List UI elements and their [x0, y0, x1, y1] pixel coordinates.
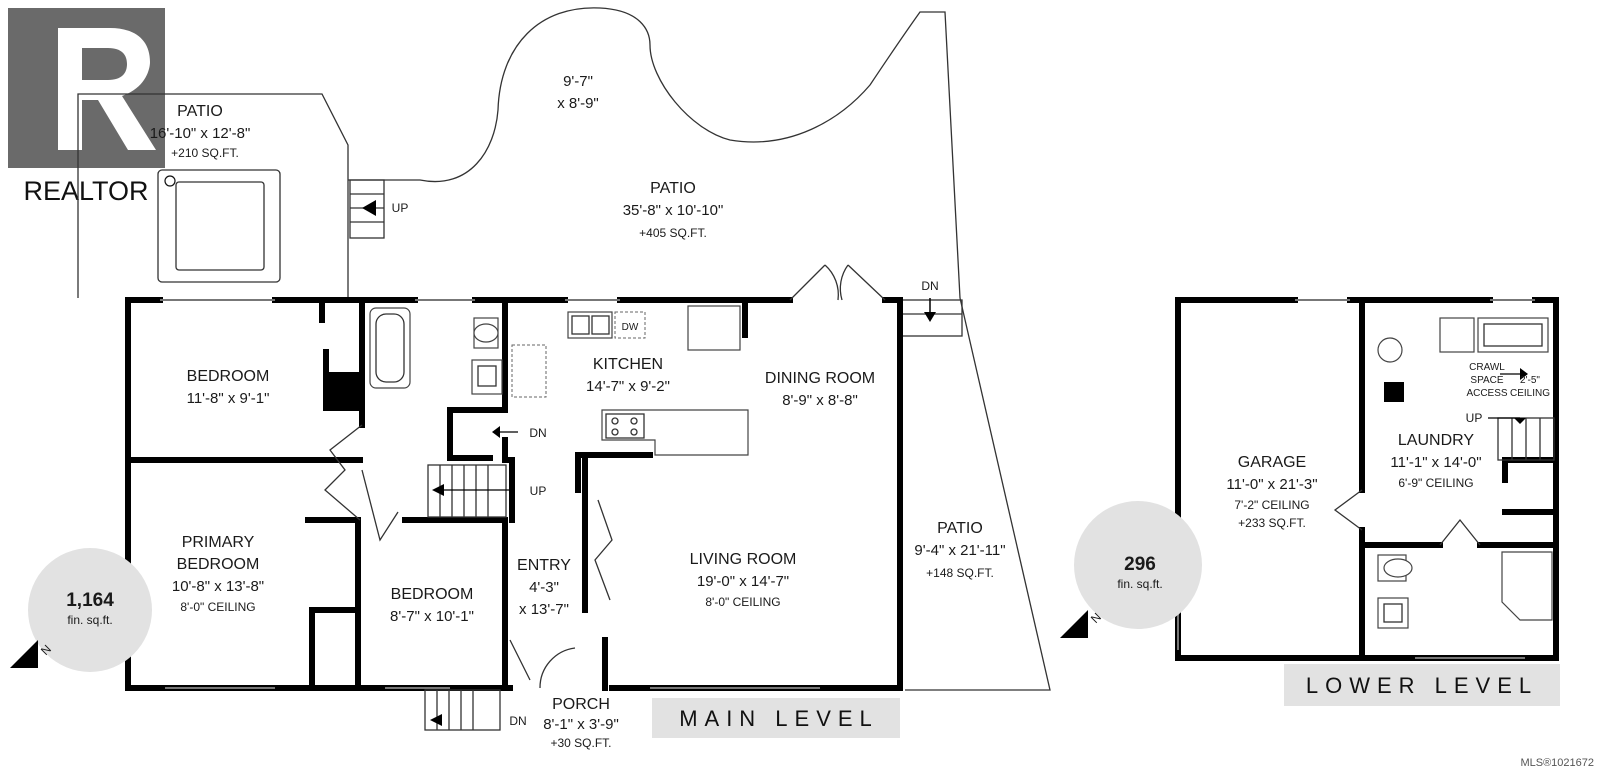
- patio-outlines: [77, 7, 1051, 691]
- svg-text:296: 296: [1124, 554, 1156, 575]
- svg-text:CRAWL: CRAWL: [1469, 362, 1505, 373]
- north-arrow-icon: [10, 640, 38, 668]
- porch-dn-label: DN: [509, 714, 526, 728]
- main-level-room-labels: PATIO 16'-10" x 12'-8" +210 SQ.FT. 9'-7"…: [150, 73, 1006, 750]
- laundry-label: LAUNDRY 11'-1" x 14'-0" 6'-9" CEILING: [1390, 432, 1481, 490]
- lower-level-fixtures: [1377, 317, 1555, 629]
- svg-text:BEDROOM: BEDROOM: [187, 368, 270, 385]
- porch-label: PORCH 8'-1" x 3'-9" +30 SQ.FT.: [543, 696, 619, 750]
- svg-text:9'-7": 9'-7": [563, 73, 593, 90]
- patio-curved-label: 9'-7" x 8'-9": [557, 73, 599, 112]
- svg-text:8'-0" CEILING: 8'-0" CEILING: [705, 595, 780, 609]
- dining-room-label: DINING ROOM 8'-9" x 8'-8": [765, 370, 875, 409]
- lower-level-walls: [1175, 297, 1559, 661]
- svg-text:PORCH: PORCH: [552, 696, 610, 713]
- svg-text:14'-7" x 9'-2": 14'-7" x 9'-2": [586, 378, 670, 395]
- svg-text:CEILING: CEILING: [1510, 388, 1550, 399]
- svg-text:+30 SQ.FT.: +30 SQ.FT.: [550, 736, 611, 750]
- svg-text:8'-9" x 8'-8": 8'-9" x 8'-8": [782, 392, 858, 409]
- main-level-title: MAIN LEVEL: [652, 698, 900, 738]
- hall-dn-label: DN: [529, 426, 546, 440]
- lower-level-room-labels: GARAGE 11'-0" x 21'-3" 7'-2" CEILING +23…: [1226, 362, 1550, 530]
- patio-up-label: UP: [392, 201, 409, 215]
- svg-text:BEDROOM: BEDROOM: [391, 586, 474, 603]
- kitchen-label: KITCHEN 14'-7" x 9'-2": [586, 356, 670, 395]
- svg-text:PATIO: PATIO: [937, 520, 983, 537]
- svg-text:4'-3": 4'-3": [529, 579, 559, 596]
- svg-text:ENTRY: ENTRY: [517, 557, 571, 574]
- main-level-area-badge: 1,164 fin. sq.ft. N: [10, 548, 152, 672]
- svg-text:35'-8" x 10'-10": 35'-8" x 10'-10": [623, 202, 724, 219]
- main-level-fixtures: DW: [369, 305, 749, 731]
- patio-hot-tub-label: PATIO 16'-10" x 12'-8" +210 SQ.FT.: [150, 103, 251, 160]
- svg-text:8'-0" CEILING: 8'-0" CEILING: [180, 600, 255, 614]
- entry-label: ENTRY 4'-3" x 13'-7": [517, 557, 571, 618]
- svg-text:8'-7" x 10'-1": 8'-7" x 10'-1": [390, 608, 474, 625]
- svg-text:x 13'-7": x 13'-7": [519, 601, 569, 618]
- lower-level-area-badge: 296 fin. sq.ft. N: [1060, 501, 1202, 638]
- patio-dn-label: DN: [921, 279, 938, 293]
- hall-up-label: UP: [530, 484, 547, 498]
- svg-text:x 8'-9": x 8'-9": [557, 95, 599, 112]
- svg-text:fin. sq.ft.: fin. sq.ft.: [67, 613, 112, 627]
- realtor-logo: REALTOR: [8, 8, 176, 206]
- mls-number: MLS®1021672: [1520, 757, 1594, 769]
- living-room-label: LIVING ROOM 19'-0" x 14'-7" 8'-0" CEILIN…: [690, 551, 797, 609]
- svg-text:KITCHEN: KITCHEN: [593, 356, 663, 373]
- north-arrow-icon: [1060, 610, 1088, 638]
- svg-text:SPACE: SPACE: [1470, 375, 1503, 386]
- svg-text:ACCESS: ACCESS: [1466, 388, 1507, 399]
- svg-text:fin. sq.ft.: fin. sq.ft.: [1117, 577, 1162, 591]
- svg-text:+233 SQ.FT.: +233 SQ.FT.: [1238, 516, 1306, 530]
- svg-text:+148 SQ.FT.: +148 SQ.FT.: [926, 566, 994, 580]
- svg-text:16'-10" x 12'-8": 16'-10" x 12'-8": [150, 125, 251, 142]
- svg-text:DINING ROOM: DINING ROOM: [765, 370, 875, 387]
- lower-up-label: UP: [1466, 411, 1483, 425]
- svg-text:11'-1" x 14'-0": 11'-1" x 14'-0": [1390, 454, 1481, 471]
- svg-text:9'-4" x 21'-11": 9'-4" x 21'-11": [914, 542, 1005, 559]
- realtor-logo-text: REALTOR: [23, 176, 148, 206]
- svg-text:GARAGE: GARAGE: [1238, 454, 1306, 471]
- garage-label: GARAGE 11'-0" x 21'-3" 7'-2" CEILING +23…: [1226, 454, 1317, 530]
- svg-text:+210 SQ.FT.: +210 SQ.FT.: [171, 146, 239, 160]
- svg-text:6'-9" CEILING: 6'-9" CEILING: [1398, 476, 1473, 490]
- main-level-walls: [125, 264, 903, 691]
- svg-text:PATIO: PATIO: [650, 180, 696, 197]
- svg-text:+405 SQ.FT.: +405 SQ.FT.: [639, 226, 707, 240]
- svg-text:LIVING ROOM: LIVING ROOM: [690, 551, 797, 568]
- svg-text:7'-2" CEILING: 7'-2" CEILING: [1234, 498, 1309, 512]
- primary-bedroom-label: PRIMARY BEDROOM 10'-8" x 13'-8" 8'-0" CE…: [172, 534, 264, 614]
- patio-main-label: PATIO 35'-8" x 10'-10" +405 SQ.FT.: [623, 180, 724, 240]
- svg-text:PATIO: PATIO: [177, 103, 223, 120]
- svg-text:BEDROOM: BEDROOM: [177, 556, 260, 573]
- svg-text:10'-8" x 13'-8": 10'-8" x 13'-8": [172, 578, 264, 595]
- svg-text:11'-0" x 21'-3": 11'-0" x 21'-3": [1226, 476, 1317, 493]
- svg-text:19'-0" x 14'-7": 19'-0" x 14'-7": [697, 573, 789, 590]
- svg-text:LOWER LEVEL: LOWER LEVEL: [1306, 673, 1538, 698]
- svg-text:8'-1" x 3'-9": 8'-1" x 3'-9": [543, 716, 619, 733]
- svg-text:MAIN LEVEL: MAIN LEVEL: [679, 706, 879, 731]
- dishwasher-label: DW: [622, 322, 639, 333]
- bedroom-2-label: BEDROOM 8'-7" x 10'-1": [390, 586, 474, 625]
- svg-text:LAUNDRY: LAUNDRY: [1398, 432, 1475, 449]
- svg-text:2'-5": 2'-5": [1520, 375, 1540, 386]
- svg-text:PRIMARY: PRIMARY: [182, 534, 255, 551]
- bedroom-1-label: BEDROOM 11'-8" x 9'-1": [187, 368, 270, 407]
- svg-text:1,164: 1,164: [66, 590, 114, 611]
- lower-level-title: LOWER LEVEL: [1284, 664, 1560, 706]
- crawl-space-label: CRAWL SPACE ACCESS 2'-5" CEILING: [1466, 362, 1550, 399]
- patio-side-label: PATIO 9'-4" x 21'-11" +148 SQ.FT.: [914, 520, 1005, 580]
- svg-text:11'-8" x 9'-1": 11'-8" x 9'-1": [187, 390, 270, 407]
